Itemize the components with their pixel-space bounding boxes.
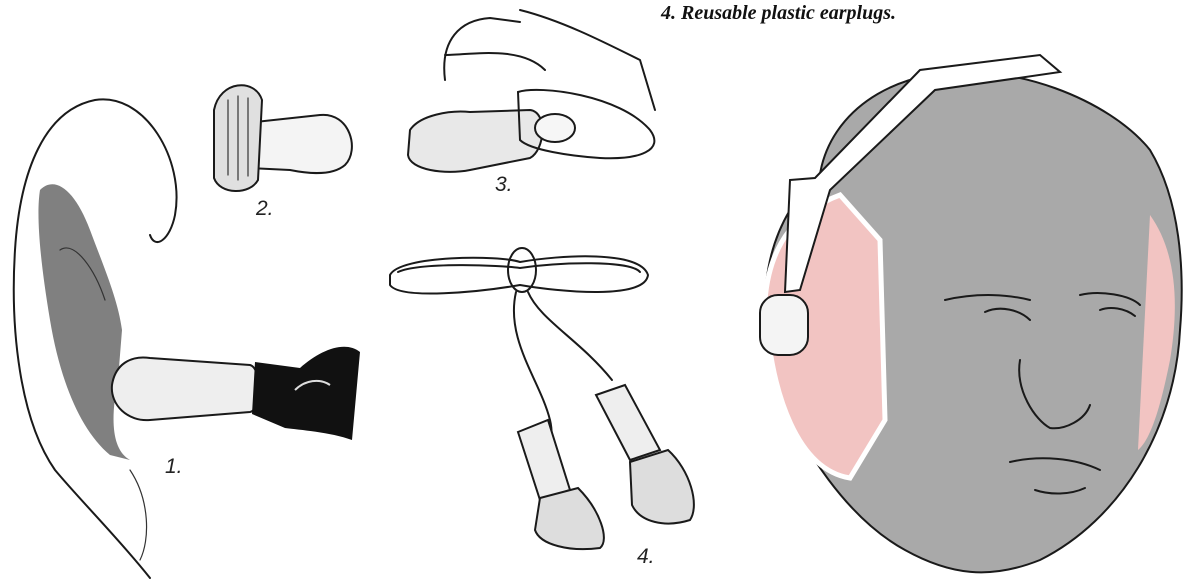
foam-earplug-drawing <box>214 85 352 191</box>
headset-drawing <box>760 55 1182 572</box>
figure-label-2: 2. <box>256 197 274 221</box>
corded-earplugs-drawing <box>390 248 694 549</box>
figure-label-3: 3. <box>495 173 513 197</box>
figure-label-1: 1. <box>165 455 183 479</box>
figure-caption: 4. Reusable plastic earplugs. <box>661 2 896 25</box>
figure-label-4: 4. <box>637 545 655 569</box>
rolling-earplug-drawing <box>408 10 655 172</box>
